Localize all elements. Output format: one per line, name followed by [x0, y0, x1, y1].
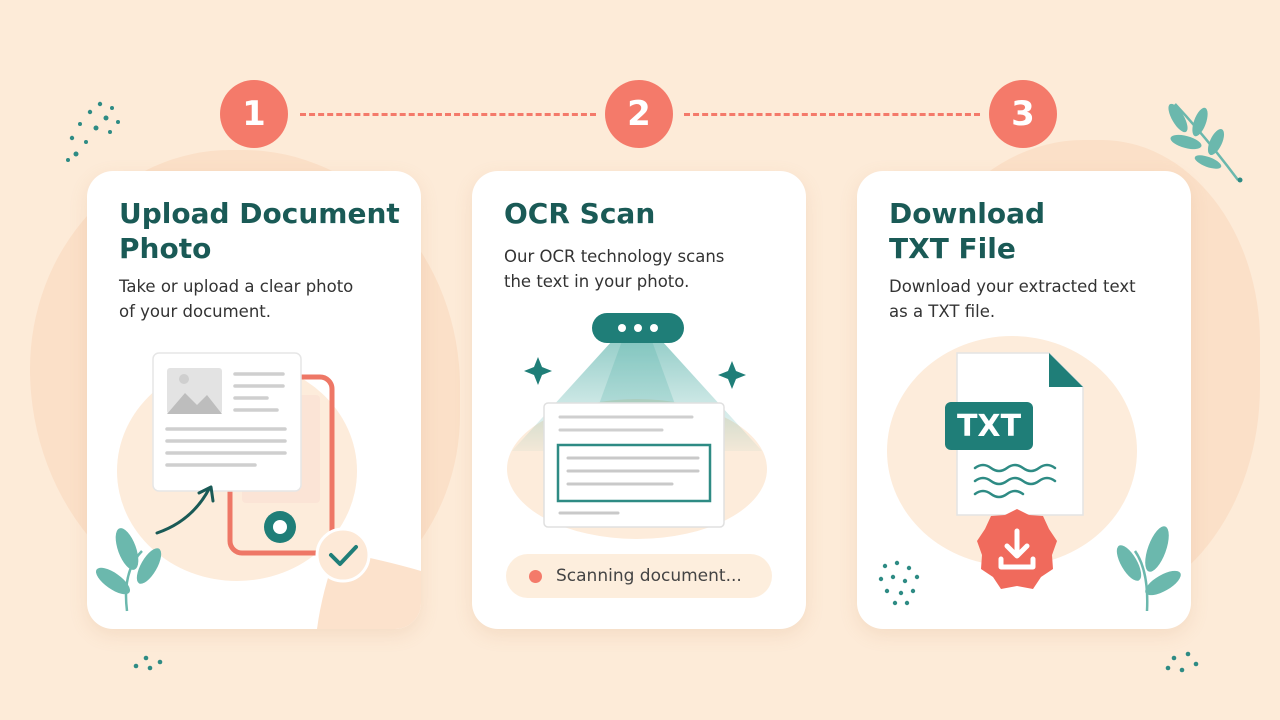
txt-badge: TXT	[945, 402, 1033, 450]
dots-decoration	[1165, 651, 1199, 673]
document-photo-upload-icon	[95, 352, 421, 629]
leaf-branch-icon	[1168, 103, 1243, 183]
card-description: Take or upload a clear photo of your doc…	[119, 277, 354, 321]
card-title: Upload Document Photo	[119, 197, 400, 265]
dots-decoration	[66, 101, 120, 162]
dots-decoration	[133, 655, 163, 671]
status-dot-icon	[529, 569, 542, 583]
card-title: Download TXT File	[889, 197, 1046, 265]
card-description: Download your extracted text as a TXT fi…	[889, 277, 1136, 321]
step-number-2: 2	[605, 80, 673, 148]
scan-status-pill: Scanning document...	[506, 554, 772, 598]
txt-file-download-icon	[878, 336, 1181, 612]
step-connector	[684, 113, 980, 116]
card-title: OCR Scan	[504, 197, 656, 230]
step-card-upload: Upload Document Photo Take or upload a c…	[87, 171, 421, 629]
ocr-scanner-icon	[507, 313, 767, 539]
card-description: Our OCR technology scans the text in you…	[504, 247, 725, 291]
step-number-3: 3	[989, 80, 1057, 148]
step-card-ocr-scan: OCR Scan Our OCR technology scans the te…	[472, 171, 806, 629]
step-connector	[300, 113, 596, 116]
scan-status-text: Scanning document...	[556, 566, 742, 586]
step-number-1: 1	[220, 80, 288, 148]
step-card-download: Download TXT File Download your extracte…	[857, 171, 1191, 629]
